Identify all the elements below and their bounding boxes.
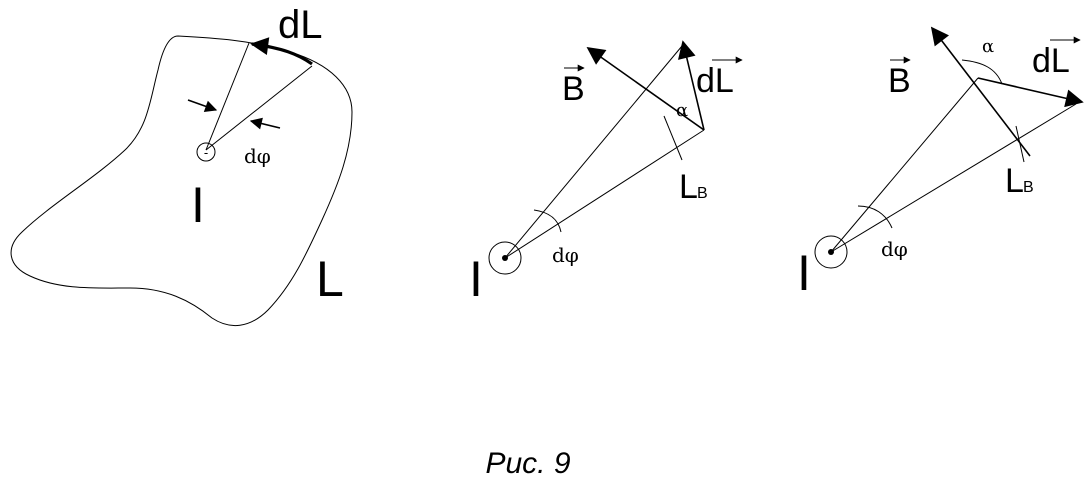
field-label-B: B bbox=[888, 62, 911, 100]
projection-LB-line bbox=[663, 115, 683, 161]
element-label-dL: dL bbox=[696, 62, 734, 100]
current-circle-outer bbox=[814, 235, 848, 269]
current-label-I: I bbox=[469, 251, 483, 307]
alpha-label: α bbox=[676, 100, 688, 121]
element-label-dL: dL bbox=[278, 3, 323, 47]
projection-label-L: L bbox=[679, 168, 698, 206]
loop-contour-L bbox=[10, 35, 353, 327]
angle-label-dphi: dφ bbox=[244, 144, 271, 168]
figure-2-field-element: B dL α L B dφ I bbox=[469, 40, 743, 307]
radial-line-2 bbox=[205, 65, 313, 151]
angle-pointer-left bbox=[187, 99, 218, 113]
angle-pointer-right bbox=[249, 117, 281, 130]
field-vector-B bbox=[930, 26, 1031, 157]
element-dL-arc bbox=[250, 37, 313, 66]
field-vector-B bbox=[586, 46, 705, 131]
projection-label-L: L bbox=[1005, 162, 1024, 200]
projection-label-subscript-B: B bbox=[697, 185, 708, 202]
ray-to-end bbox=[830, 103, 1077, 253]
current-circle-outer bbox=[488, 241, 522, 275]
alpha-arc bbox=[961, 59, 1003, 85]
element-label-dL: dL bbox=[1032, 42, 1070, 80]
current-direction-symbol: - bbox=[204, 145, 208, 160]
angle-dphi-arc bbox=[857, 205, 893, 229]
loop-label-L: L bbox=[316, 251, 344, 307]
current-label-I: I bbox=[191, 177, 205, 233]
current-circle bbox=[196, 142, 216, 162]
angle-label-dphi: dφ bbox=[552, 243, 579, 267]
current-label-I: I bbox=[797, 245, 811, 301]
field-label-B: B bbox=[562, 70, 585, 108]
ray-to-start bbox=[830, 77, 979, 253]
figure-caption: Рис. 9 bbox=[485, 447, 570, 478]
angle-dphi-arc bbox=[533, 209, 562, 233]
radial-line-1 bbox=[205, 42, 250, 151]
ray-to-end bbox=[504, 45, 683, 259]
angle-label-dphi: dφ bbox=[881, 237, 908, 261]
ray-to-start bbox=[504, 129, 705, 259]
projection-label-subscript-B: B bbox=[1023, 179, 1034, 196]
element-vector-dL bbox=[678, 40, 705, 131]
alpha-label: α bbox=[982, 36, 994, 57]
element-vector-dL bbox=[977, 77, 1084, 108]
figure-1-closed-loop: - dL dφ I L bbox=[10, 3, 353, 327]
figure-3-field-element: B dL α L B dφ I bbox=[797, 26, 1084, 301]
projection-LB-line bbox=[1015, 125, 1025, 163]
